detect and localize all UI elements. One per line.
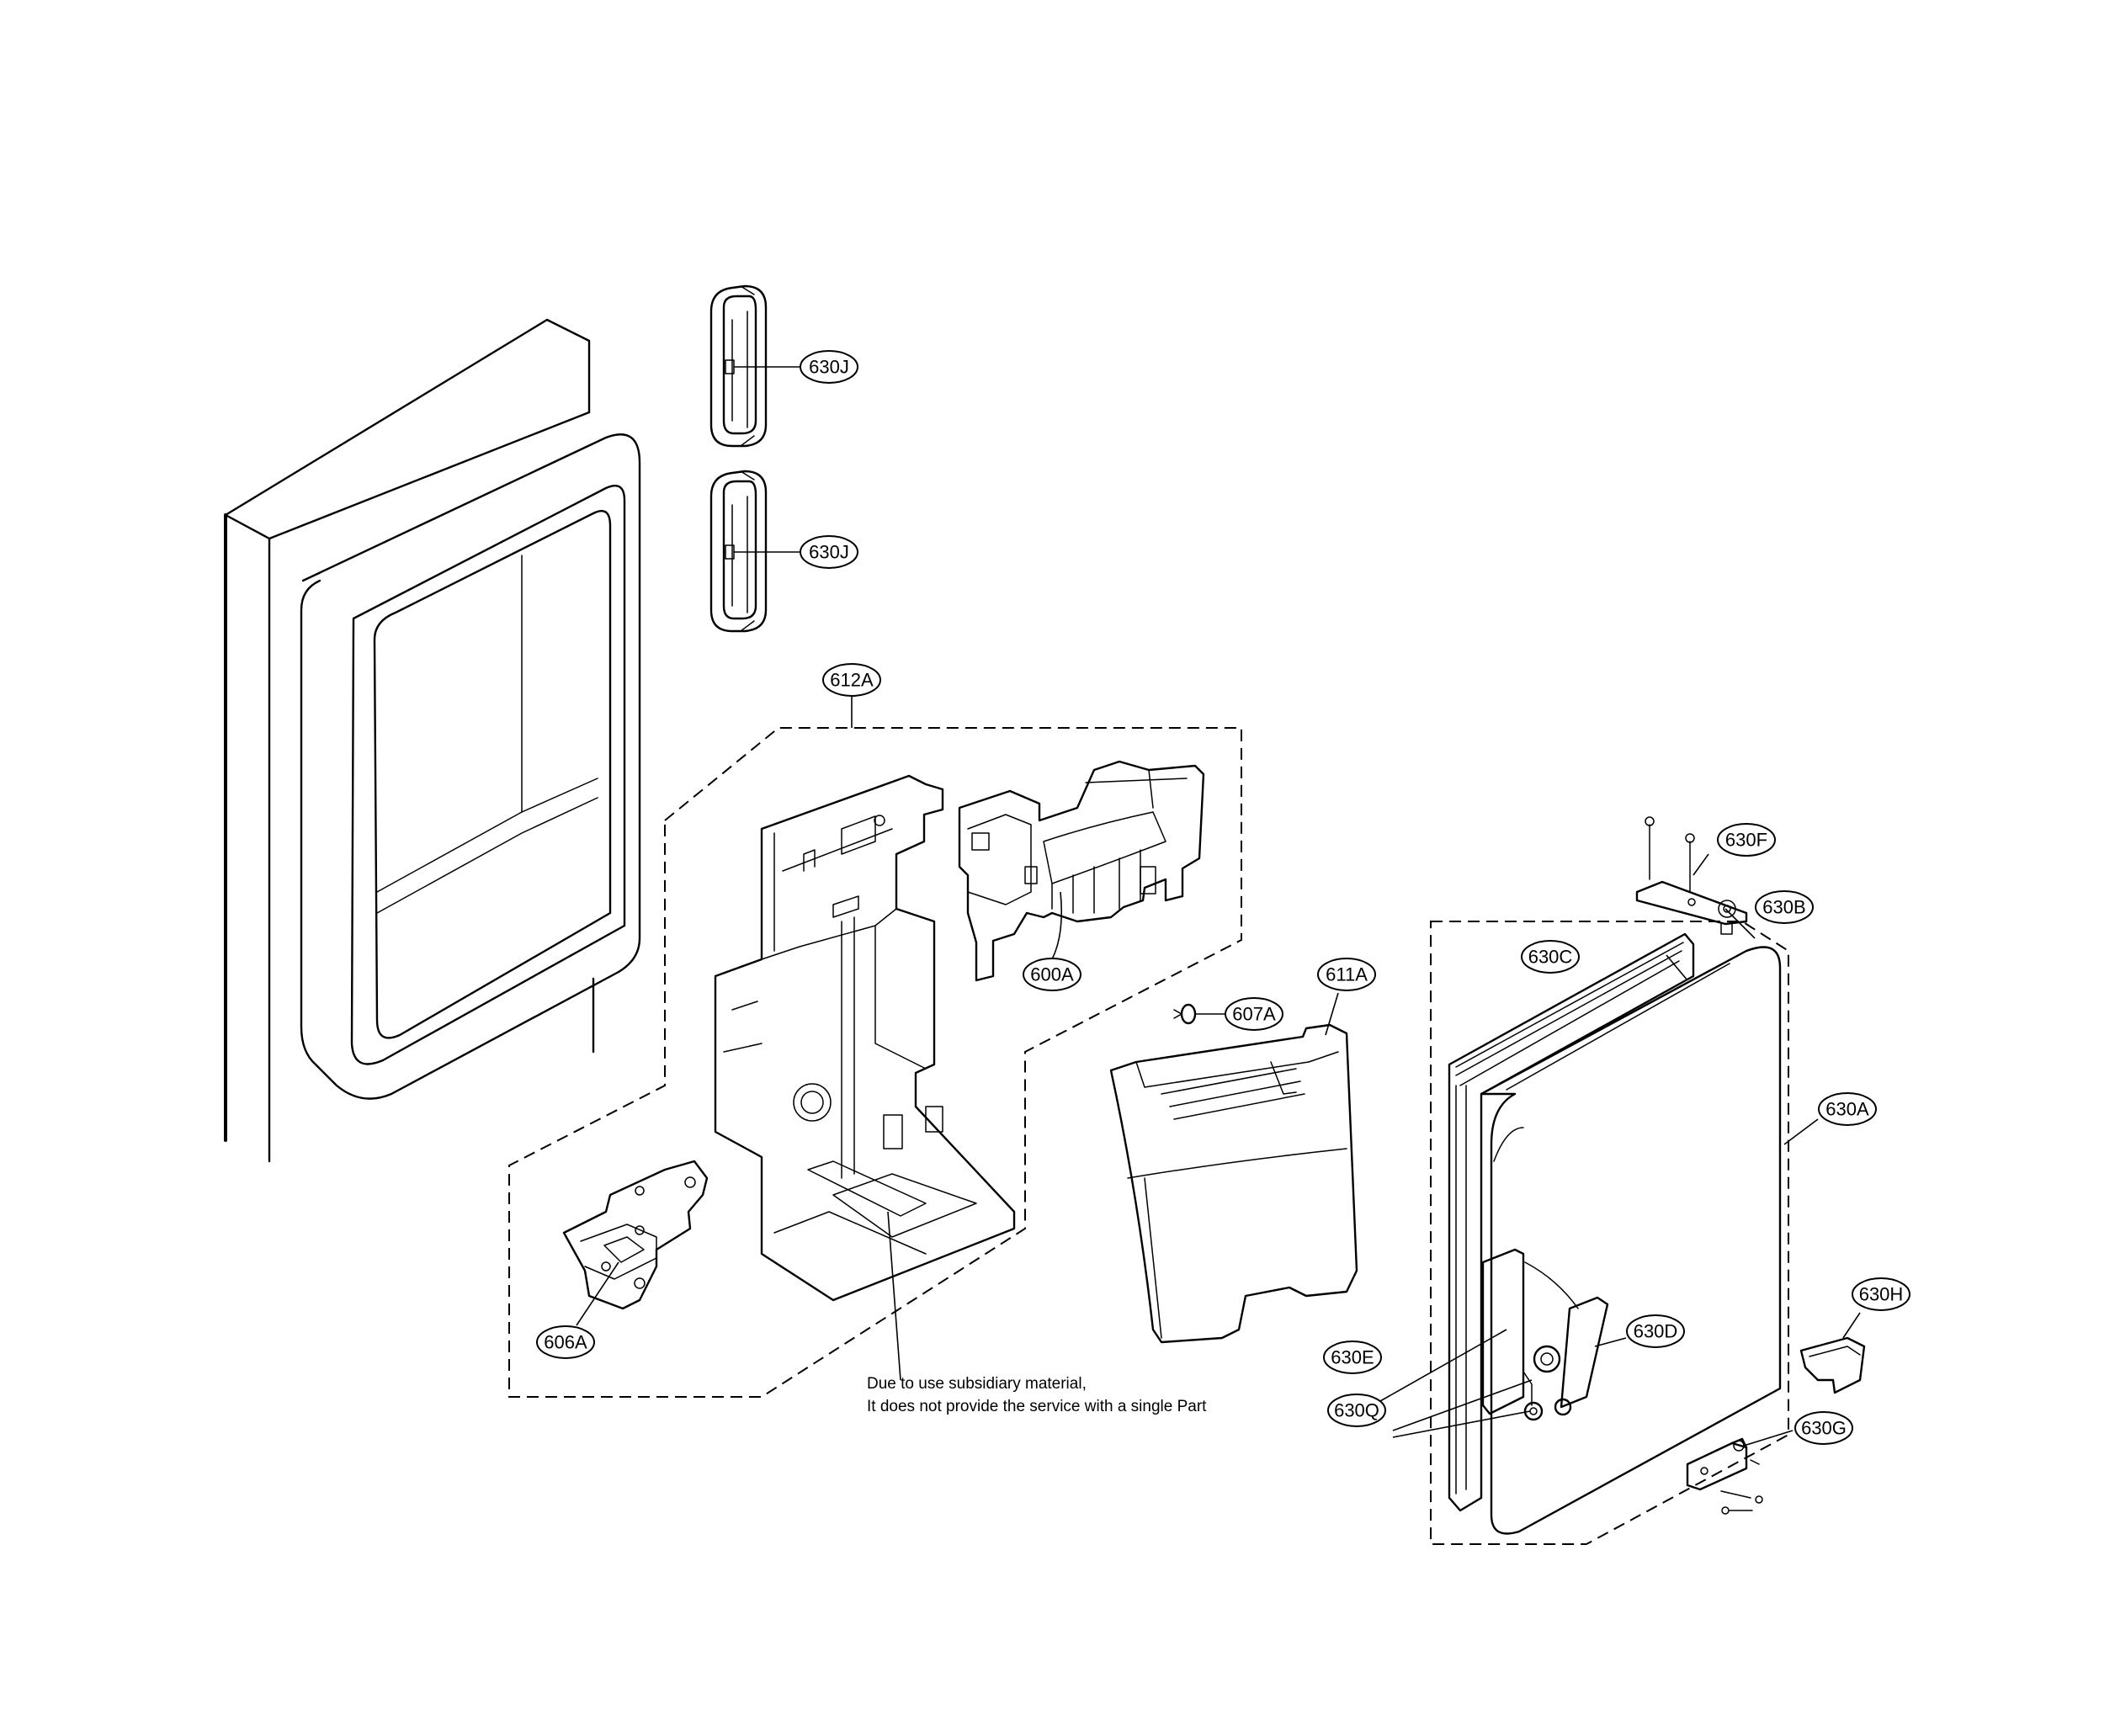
svg-text:630Q: 630Q — [1334, 1400, 1379, 1421]
svg-text:611A: 611A — [1326, 964, 1368, 985]
svg-text:606A: 606A — [544, 1332, 587, 1353]
leader-lines — [576, 366, 1861, 1447]
svg-text:630C: 630C — [1528, 947, 1573, 968]
svg-text:630J: 630J — [809, 542, 849, 563]
svg-text:607A: 607A — [1232, 1004, 1276, 1025]
svg-text:630A: 630A — [1825, 1099, 1869, 1120]
part-606A — [562, 1160, 709, 1310]
door-outer-panel — [224, 318, 641, 1163]
part-630Q-bushings — [1523, 1398, 1572, 1421]
part-630J-bottom — [709, 470, 768, 633]
callout-612A: 612A — [822, 663, 881, 697]
assembly-630A-boundary — [1430, 921, 1789, 1545]
callout-607A: 607A — [1225, 997, 1283, 1031]
svg-text:630E: 630E — [1331, 1347, 1374, 1368]
part-630D-handle — [1522, 1296, 1609, 1409]
part-630J-top — [709, 284, 768, 448]
callout-630G: 630G — [1794, 1411, 1853, 1445]
callout-600A: 600A — [1023, 958, 1081, 991]
callout-630J-bottom: 630J — [800, 535, 858, 569]
callout-630Q: 630Q — [1327, 1394, 1386, 1427]
part-630H — [1799, 1336, 1866, 1394]
svg-text:630J: 630J — [809, 357, 849, 378]
callout-630C: 630C — [1521, 940, 1580, 974]
part-607A-screw — [1173, 1003, 1197, 1025]
svg-text:630D: 630D — [1634, 1321, 1678, 1342]
svg-text:600A: 600A — [1030, 964, 1074, 985]
callout-606A: 606A — [536, 1325, 595, 1359]
part-630G-bottom-hinge — [1686, 1437, 1763, 1515]
part-630F-top-hinge — [1635, 816, 1748, 935]
part-630C-gasket — [1448, 932, 1695, 1512]
callout-611A: 611A — [1317, 958, 1376, 991]
svg-text:630F: 630F — [1725, 830, 1767, 851]
callout-630B: 630B — [1755, 890, 1814, 924]
callout-630F: 630F — [1717, 823, 1776, 857]
service-note-line-2: It does not provide the service with a s… — [867, 1398, 1207, 1415]
svg-text:630H: 630H — [1859, 1284, 1904, 1305]
service-note-line-1: Due to use subsidiary material, — [867, 1375, 1087, 1393]
svg-text:612A: 612A — [830, 670, 874, 691]
callout-630A: 630A — [1818, 1092, 1877, 1126]
callout-630J-top: 630J — [800, 350, 858, 384]
svg-text:630B: 630B — [1762, 897, 1805, 918]
callout-630E: 630E — [1323, 1340, 1382, 1374]
dispenser-housing — [714, 774, 1016, 1302]
part-630E-hinge-bracket — [1481, 1248, 1579, 1415]
part-611A-cover — [1109, 1023, 1358, 1344]
svg-text:630G: 630G — [1801, 1418, 1847, 1439]
part-600A-icemaker — [958, 760, 1205, 982]
callout-630D: 630D — [1626, 1314, 1685, 1348]
part-630B-door-panel — [1480, 946, 1782, 1535]
assembly-612A-boundary — [508, 727, 1242, 1398]
callout-630H: 630H — [1852, 1277, 1910, 1311]
